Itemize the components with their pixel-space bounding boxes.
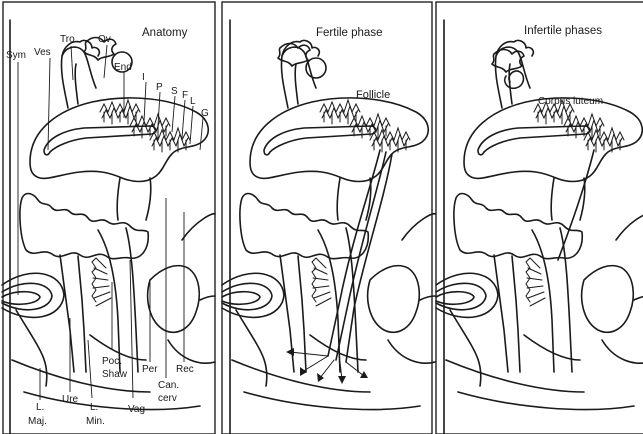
label-sym: Sym (6, 50, 26, 61)
label-l: L (190, 96, 196, 107)
label-ure: Ure (62, 394, 79, 405)
label-p: P (156, 82, 163, 93)
label-g: G (201, 108, 209, 119)
label-follicle: Follicle (356, 89, 390, 101)
label-ves: Ves (34, 47, 51, 58)
label-rec: Rec (176, 364, 194, 375)
label-ov: Ov (98, 34, 111, 45)
label-i: I (142, 72, 145, 83)
label-per: Per (142, 364, 158, 375)
panel-title: Fertile phase (316, 27, 382, 39)
label-poc-shaw: Poc.Shaw (102, 356, 128, 380)
label-tro: Tro (60, 34, 75, 45)
label-vag: Vag (128, 404, 145, 415)
panel-infertile-frame (436, 2, 643, 434)
label-l-maj: L.Maj. (28, 402, 47, 427)
panel-fertile: Fertile phase Follicle (222, 2, 435, 434)
panel-anatomy: Anatomy Tro Ov Ves End Sy (2, 2, 215, 434)
label-end: End (114, 62, 132, 73)
panel-title: Anatomy (142, 27, 188, 39)
label-can-cerv: Can.cerv (158, 380, 179, 404)
panel-infertile: Infertile phases Corpus luteum (436, 2, 643, 434)
label-s: S (171, 86, 178, 97)
label-corpus-luteum: Corpus luteum (538, 96, 603, 107)
panel-title: Infertile phases (524, 25, 602, 37)
label-f: F (182, 90, 188, 101)
